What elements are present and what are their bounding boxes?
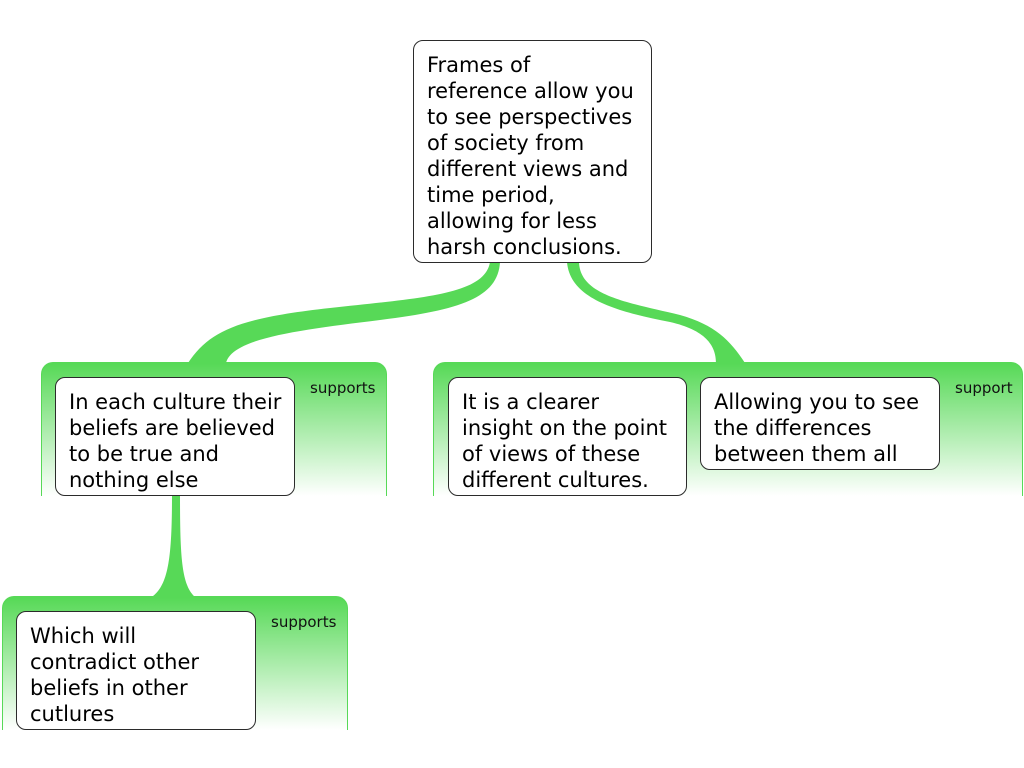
group-label-support-right: support: [955, 379, 1013, 397]
connector-root-to-right-group: [567, 262, 745, 363]
reason-node-culture-beliefs[interactable]: In each culture their beliefs are believ…: [55, 377, 295, 496]
connector-left-reason-to-bottom-group: [152, 495, 195, 597]
root-claim-node[interactable]: Frames of reference allow you to see per…: [413, 40, 652, 263]
group-label-supports-bottom: supports: [271, 613, 337, 631]
group-label-supports-left: supports: [310, 379, 376, 397]
reason-node-contradict-beliefs[interactable]: Which will contradict other beliefs in o…: [16, 611, 256, 730]
reason-node-clearer-insight[interactable]: It is a clearer insight on the point of …: [448, 377, 687, 496]
reason-node-see-differences[interactable]: Allowing you to see the differences betw…: [700, 377, 940, 470]
connector-root-to-left-group: [188, 262, 500, 363]
